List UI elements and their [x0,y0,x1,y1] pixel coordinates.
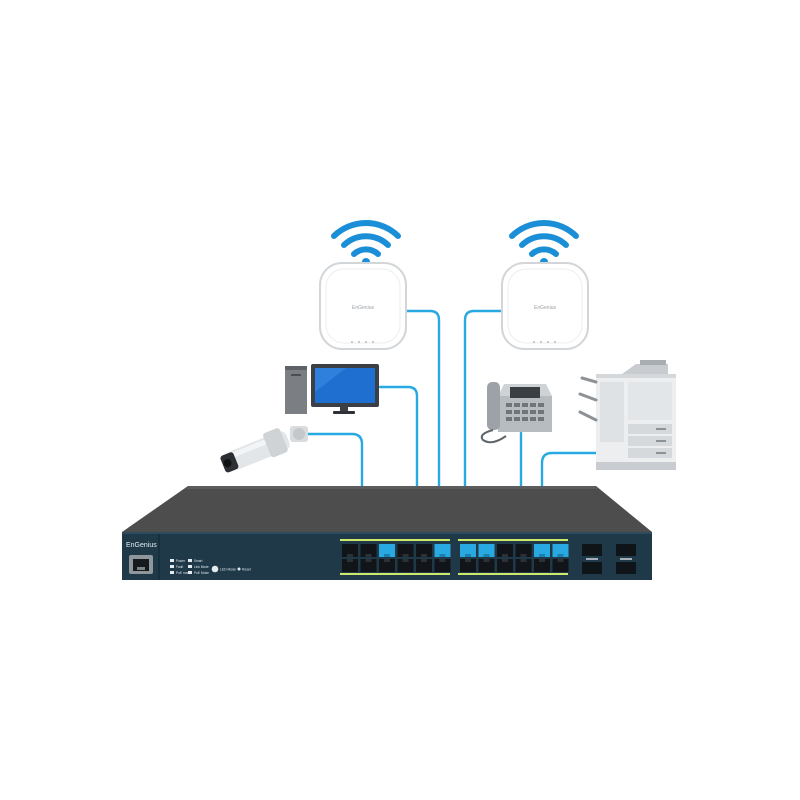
reset-button[interactable]: Reset [237,567,251,572]
network-switch: EnGenius Power Fault PoE max Smart Link … [122,486,652,580]
desktop-pc-icon [285,364,379,414]
sfp-slots [582,544,636,574]
legend-smart: Smart [194,559,203,563]
ethernet-port-active [379,544,395,557]
ethernet-port-active [478,544,495,557]
sfp-slot [616,544,636,556]
ethernet-ports [342,544,569,572]
sfp-slot [582,562,602,574]
ethernet-port [342,559,358,572]
ethernet-port [497,544,513,557]
port-block-left-guides [340,539,568,575]
cable-ap2 [463,309,505,548]
ethernet-port [360,559,377,572]
ethernet-port [552,559,569,572]
cable-ap1 [404,309,441,548]
access-point-icon [319,262,407,350]
status-legend: Power Fault PoE max Smart Link Mode PoE … [170,559,209,575]
ethernet-port [515,544,532,557]
sfp-slot [582,544,602,556]
legend-power: Power [176,559,186,563]
ethernet-port [360,544,377,557]
legend-poe-max: PoE max [176,571,189,575]
ethernet-port [416,544,432,557]
ethernet-port [534,559,550,572]
multifunction-printer-icon [578,360,676,470]
switch-top-panel [122,486,652,532]
legend-link-mode: Link Mode [194,565,209,569]
access-point-label: EnGenius [352,305,374,311]
ip-phone-icon [480,382,552,444]
cable-pc [378,385,419,548]
access-point-2: EnGenius [501,262,589,350]
ethernet-port [342,544,358,557]
ethernet-port [397,544,414,557]
ethernet-port [416,559,432,572]
ethernet-port [497,559,513,572]
access-point-icon [501,262,589,350]
ethernet-port [478,559,495,572]
access-point-label: EnGenius [534,305,556,311]
ethernet-port-active [434,544,451,557]
cable-camera [303,432,364,548]
reset-label: Reset [242,568,251,572]
ip-camera-icon [220,426,308,473]
ethernet-port [434,559,451,572]
legend-fault: Fault [176,565,183,569]
ethernet-port-active [552,544,569,557]
ethernet-port [379,559,395,572]
ethernet-port [397,559,414,572]
wifi-icon [331,220,401,266]
led-mode-button[interactable]: LED Mode [211,565,236,573]
switch-brand: EnGenius [126,542,157,549]
ethernet-port-active [460,544,476,557]
ethernet-port-active [534,544,550,557]
sfp-slot [616,562,636,574]
led-mode-label: LED Mode [220,568,236,572]
cable-printer [540,451,598,548]
legend-poe-mode: PoE Mode [194,571,209,575]
ethernet-port [515,559,532,572]
wifi-icon [509,220,579,266]
ethernet-port [460,559,476,572]
access-point-1: EnGenius [319,262,407,350]
console-port [129,555,153,574]
